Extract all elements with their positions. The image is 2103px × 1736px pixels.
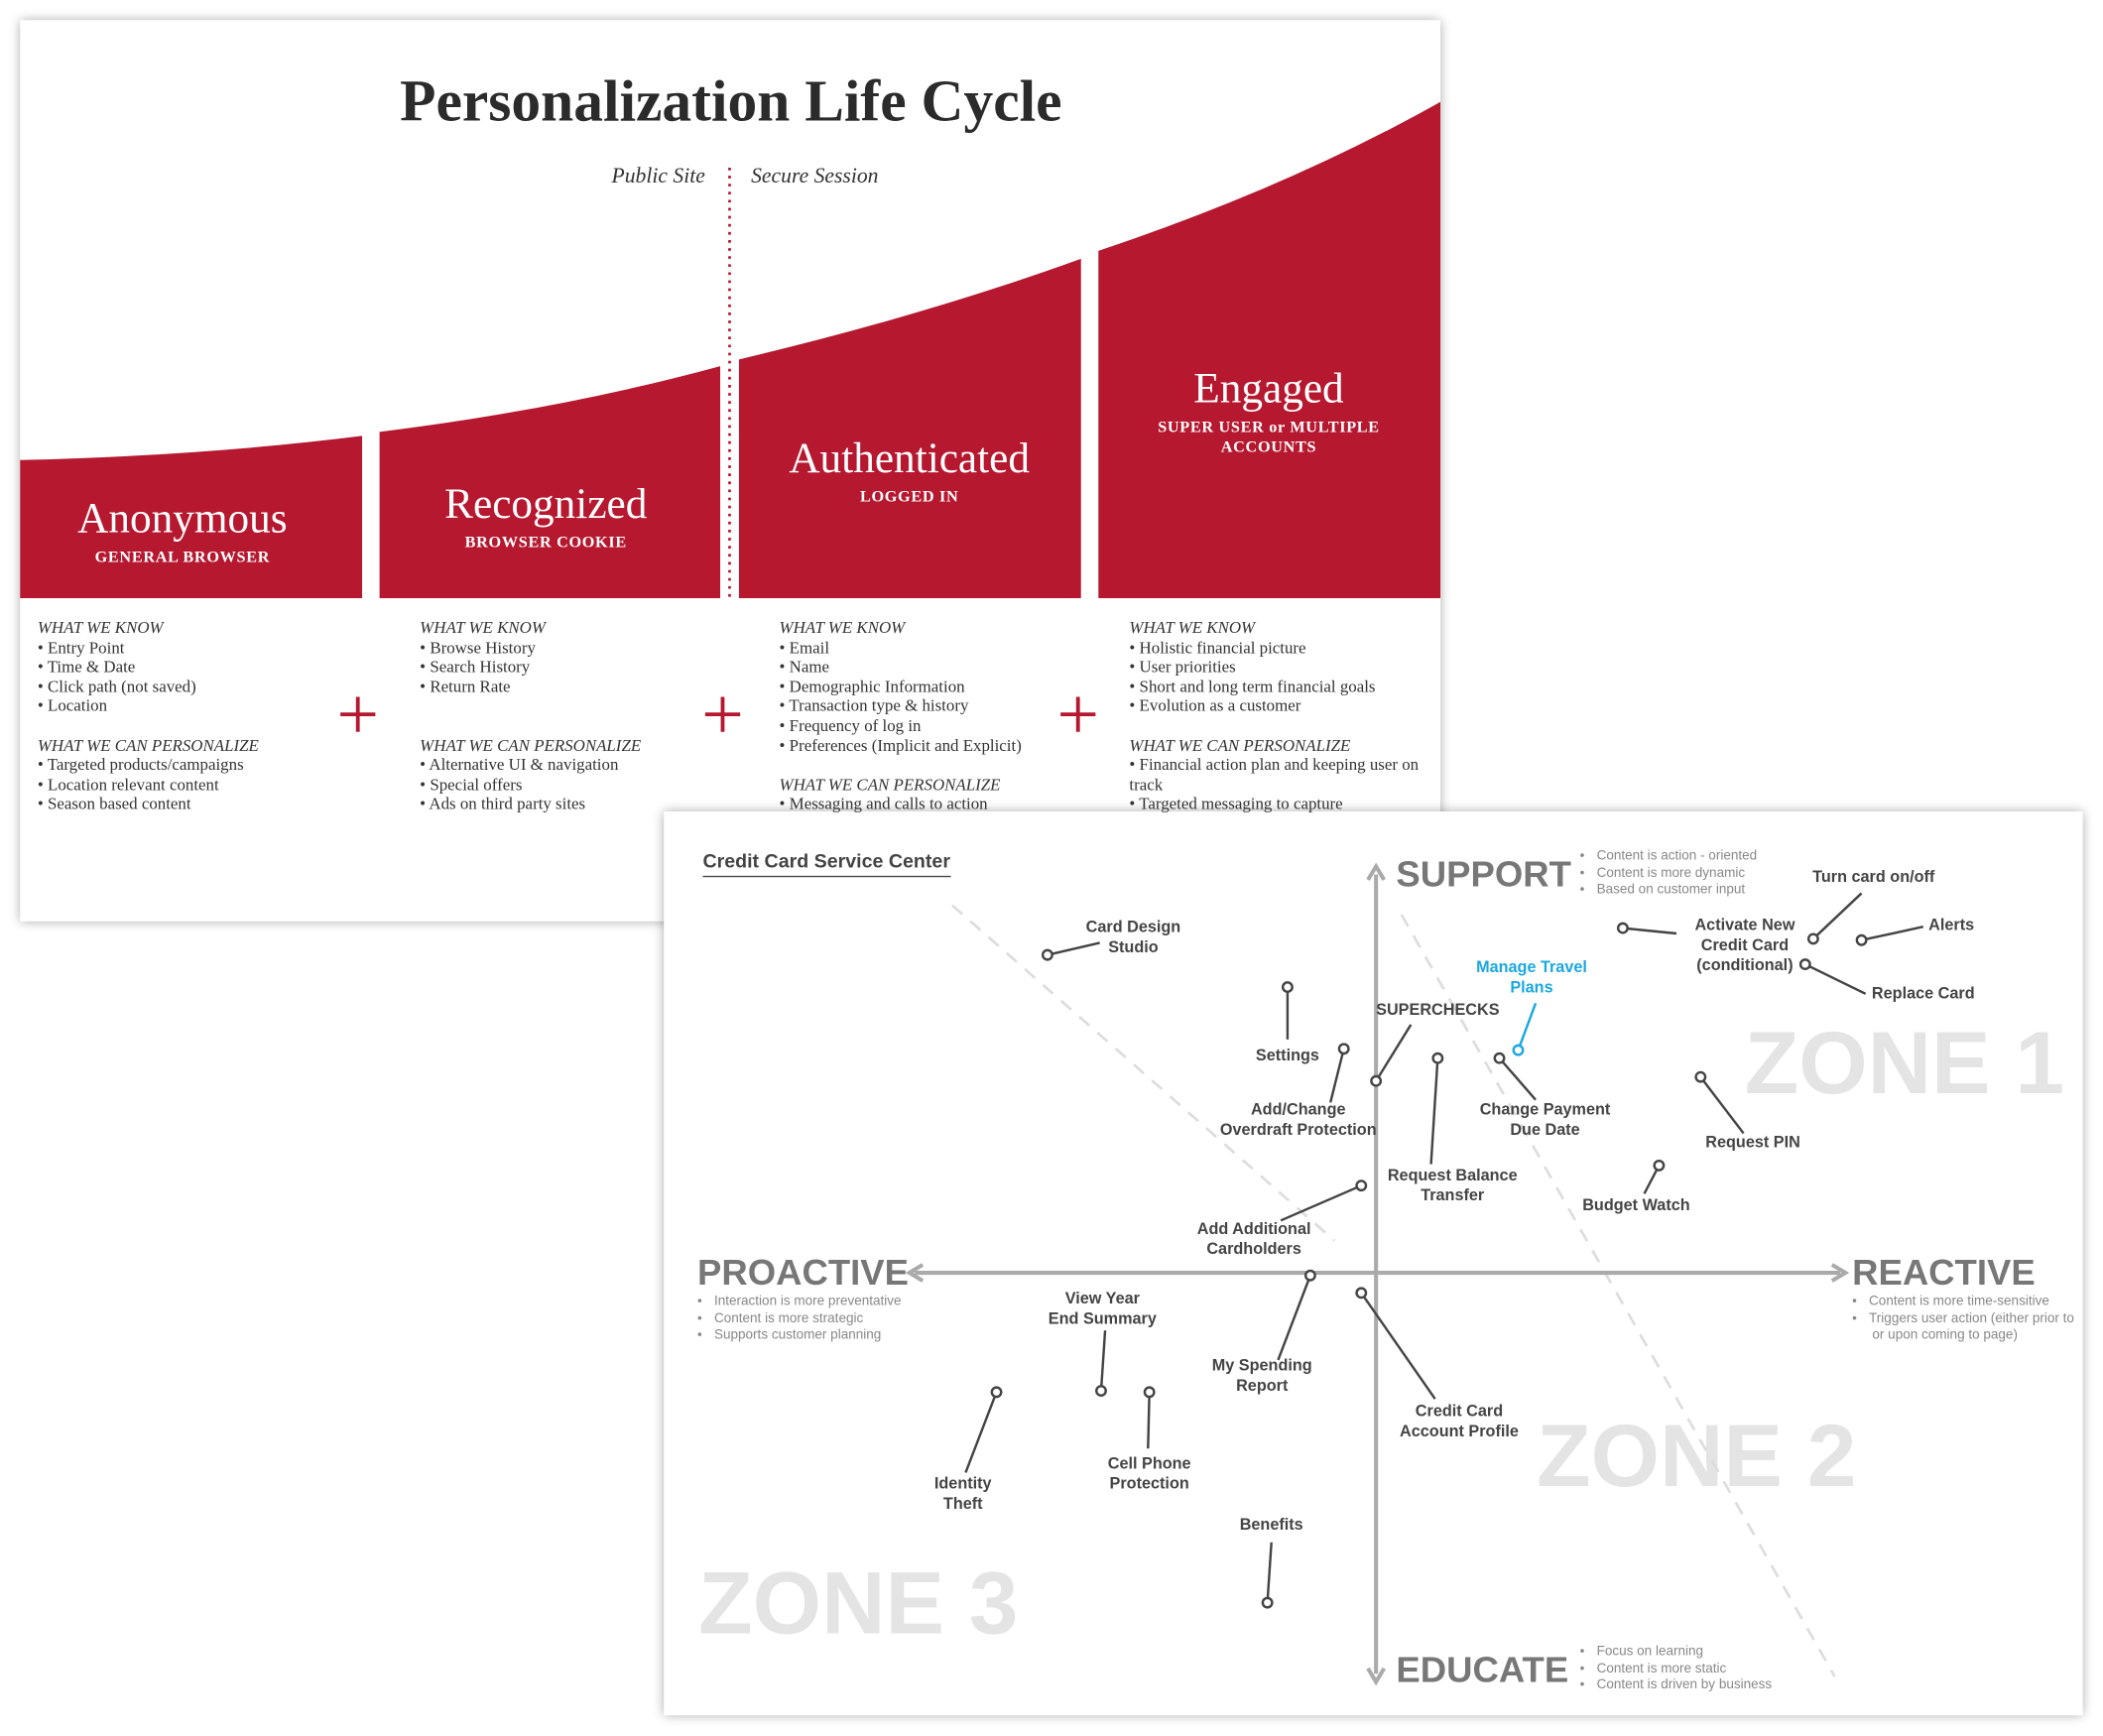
reactive-axis-label: REACTIVE [1852, 1252, 2036, 1294]
node-label-request-pin: Request PIN [1705, 1132, 1800, 1152]
personalize-item: • Ads on third party sites [420, 794, 586, 813]
proactive-notes: Interaction is more preventative Content… [697, 1295, 902, 1345]
zone-1-watermark: ZONE 1 [1744, 1012, 2064, 1112]
node-label-activate-new-credit-card-conditional: Activate New Credit Card (conditional) [1694, 915, 1795, 975]
support-axis-label: SUPPORT [1396, 854, 1571, 895]
plus-icon: + [1056, 673, 1100, 757]
know-item: • Name [779, 657, 830, 677]
node-label-card-design-studio: Card Design Studio [1085, 917, 1181, 956]
note: Content is action - oriented [1580, 849, 1758, 866]
personalize-item: • Special offers [420, 775, 523, 795]
stage-details-engaged: WHAT WE KNOW• Holistic financial picture… [1129, 618, 1430, 813]
note: Supports customer planning [697, 1327, 902, 1344]
note: Focus on learning [1580, 1645, 1773, 1662]
node-label-settings: Settings [1255, 1045, 1319, 1064]
note: Content is more static [1580, 1661, 1773, 1677]
personalize-item: • Alternative UI & navigation [420, 755, 619, 775]
know-item: • Transaction type & history [779, 696, 969, 716]
zone-3-watermark: ZONE 3 [698, 1552, 1019, 1653]
personalize-heading: WHAT WE CAN PERSONALIZE [420, 735, 642, 755]
know-item: • Return Rate [420, 677, 511, 696]
know-item: • Preferences (Implicit and Explicit) [779, 735, 1022, 755]
node-label-add-change-overdraft-protection: Add/Change Overdraft Protection [1219, 1099, 1377, 1139]
support-notes: Content is action - oriented Content is … [1580, 849, 1758, 900]
stage-subtitle: BROWSER COOKIE [464, 532, 627, 552]
stage-name: Engaged [1193, 363, 1344, 413]
know-item: • Frequency of log in [779, 715, 922, 735]
know-item: • Browse History [420, 638, 536, 657]
stage-header-authenticated: Authenticated LOGGED IN [735, 435, 1084, 507]
node-label-cell-phone-protection: Cell Phone Protection [1107, 1453, 1191, 1493]
personalize-heading: WHAT WE CAN PERSONALIZE [779, 775, 1001, 795]
stage-subtitle: SUPER USER or MULTIPLE ACCOUNTS [1158, 417, 1380, 456]
plus-icon: + [701, 673, 744, 757]
stage-details-authenticated: WHAT WE KNOW• Email• Name• Demographic I… [780, 618, 1081, 813]
personalize-item: • Location relevant content [37, 775, 219, 795]
stage-subtitle: LOGGED IN [859, 486, 959, 506]
public-site-label: Public Site [611, 165, 705, 188]
node-label-superchecks: SUPERCHECKS [1376, 999, 1500, 1019]
proactive-axis-label: PROACTIVE [697, 1252, 910, 1294]
zone-2-watermark: ZONE 2 [1537, 1405, 1857, 1505]
know-item: • Email [779, 638, 830, 657]
reactive-notes: Content is more time-sensitive Triggers … [1852, 1295, 2080, 1345]
personalize-item: • Season based content [37, 794, 191, 813]
know-item: • User priorities [1129, 657, 1236, 677]
node-label-my-spending-report: My Spending Report [1211, 1355, 1312, 1396]
stage-name: Anonymous [77, 493, 288, 543]
stage-subtitle: GENERAL BROWSER [94, 547, 271, 566]
know-heading: WHAT WE KNOW [1129, 618, 1256, 638]
node-label-add-additional-cardholders: Add Additional Cardholders [1196, 1218, 1311, 1259]
stage-details-anonymous: WHAT WE KNOW• Entry Point• Time & Date• … [38, 618, 339, 813]
personalize-heading: WHAT WE CAN PERSONALIZE [1129, 735, 1351, 755]
know-item: • Demographic Information [779, 677, 965, 696]
personalize-item: • Messaging and calls to action [779, 794, 988, 813]
note: Content is more time-sensitive [1852, 1295, 2080, 1311]
plus-icon: + [336, 673, 380, 757]
stage-header-recognized: Recognized BROWSER COOKIE [372, 481, 721, 553]
node-label-alerts: Alerts [1928, 915, 1975, 934]
node-label-identity-theft: Identity Theft [933, 1473, 992, 1514]
secure-session-label: Secure Session [751, 165, 879, 188]
know-item: • Time & Date [37, 657, 136, 677]
node-label-budget-watch: Budget Watch [1582, 1195, 1690, 1215]
page-title: Personalization Life Cycle [400, 67, 1062, 135]
note: Content is driven by business [1580, 1677, 1773, 1694]
know-item: • Holistic financial picture [1129, 638, 1306, 657]
personalize-heading: WHAT WE CAN PERSONALIZE [37, 735, 259, 755]
node-label-turn-card-on-off: Turn card on/off [1812, 867, 1935, 886]
stage-header-engaged: Engaged SUPER USER or MULTIPLE ACCOUNTS [1094, 366, 1443, 457]
note: Content is more dynamic [1580, 866, 1758, 883]
know-item: • Short and long term financial goals [1129, 677, 1376, 696]
know-heading: WHAT WE KNOW [779, 618, 906, 638]
know-item: • Click path (not saved) [37, 677, 196, 696]
know-item: • Entry Point [37, 638, 125, 657]
educate-axis-label: EDUCATE [1396, 1649, 1569, 1690]
stage-header-anonymous: Anonymous GENERAL BROWSER [8, 496, 357, 567]
node-label-credit-card-account-profile: Credit Card Account Profile [1400, 1401, 1519, 1441]
stage-details-recognized: WHAT WE KNOW• Browse History• Search His… [420, 618, 721, 813]
node-label-request-balance-transfer: Request Balance Transfer [1387, 1165, 1518, 1205]
node-label-change-payment-due-date: Change Payment Due Date [1479, 1099, 1611, 1139]
service-center-title: Credit Card Service Center [702, 852, 950, 878]
note: Interaction is more preventative [697, 1295, 902, 1311]
stage-name: Authenticated [789, 433, 1030, 482]
note: Content is more strategic [697, 1311, 902, 1328]
personalize-item: • Financial action plan and keeping user… [1129, 755, 1420, 795]
node-label-manage-travel-plans: Manage Travel Plans [1476, 957, 1587, 997]
educate-notes: Focus on learning Content is more static… [1580, 1645, 1773, 1695]
personalize-item: • Targeted messaging to capture [1129, 794, 1343, 813]
personalize-item: • Targeted products/campaigns [37, 755, 244, 775]
know-heading: WHAT WE KNOW [420, 618, 546, 638]
note: Triggers user action (either prior to or… [1852, 1311, 2080, 1345]
node-label-replace-card: Replace Card [1871, 983, 1975, 1003]
know-item: • Location [37, 696, 108, 716]
node-label-benefits: Benefits [1239, 1515, 1303, 1535]
know-item: • Search History [420, 657, 531, 677]
stage-name: Recognized [444, 478, 648, 528]
know-heading: WHAT WE KNOW [37, 618, 164, 638]
node-label-view-year-end-summary: View Year End Summary [1048, 1289, 1157, 1328]
note: Based on customer input [1580, 883, 1758, 900]
know-item: • Evolution as a customer [1129, 696, 1301, 716]
